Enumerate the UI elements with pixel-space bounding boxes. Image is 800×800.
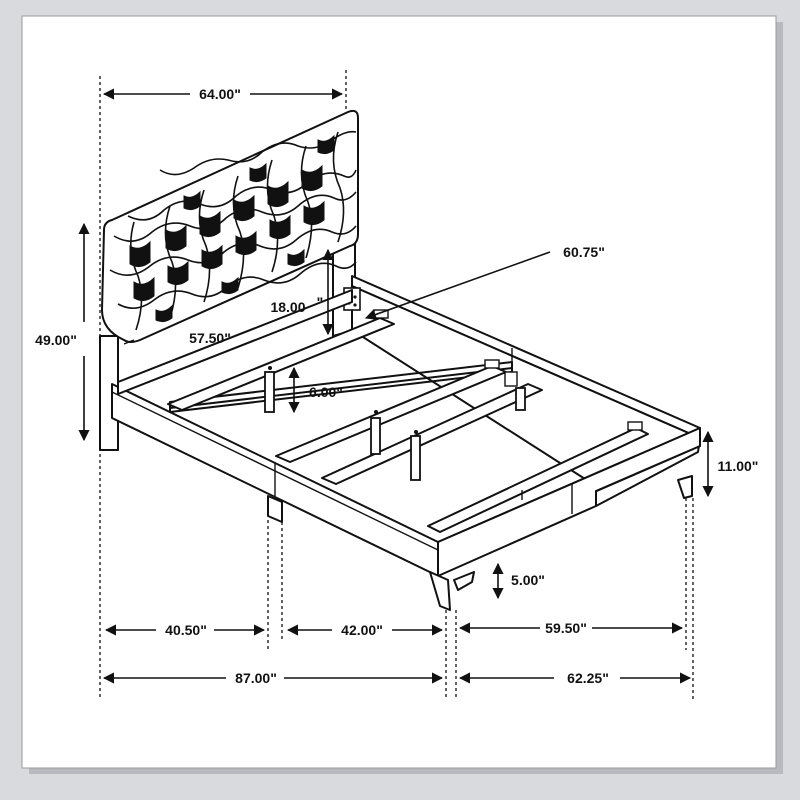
extension-lines bbox=[99, 70, 694, 700]
headboard-panel bbox=[101, 109, 359, 343]
leg-right-back bbox=[677, 475, 693, 499]
label-headboard-panel-height: 18.00 bbox=[270, 299, 305, 315]
label-headboard-panel-height-unit: " bbox=[317, 294, 324, 310]
center-rail-line bbox=[169, 367, 513, 409]
slat-1 bbox=[167, 317, 395, 411]
label-overall-length: 87.00" bbox=[235, 670, 277, 686]
support-leg-2 bbox=[370, 417, 381, 455]
support-leg-3 bbox=[410, 435, 421, 481]
label-overall-width: 62.25" bbox=[567, 670, 609, 686]
head-cross-rail bbox=[117, 289, 353, 395]
support-leg-4 bbox=[515, 387, 526, 411]
slat-4 bbox=[427, 427, 649, 533]
dimension-labels: 64.00" 49.00" 18.00 " 57.50" 60.75" 6.00… bbox=[35, 86, 758, 686]
label-seg-right: 59.50" bbox=[545, 620, 587, 636]
label-leg-height: 5.00" bbox=[511, 572, 545, 588]
diagram-panel bbox=[21, 15, 777, 769]
label-frame-height: 11.00" bbox=[718, 458, 759, 474]
label-rail-length: 60.75" bbox=[563, 244, 605, 260]
leg-front-corner bbox=[429, 571, 451, 611]
label-headboard-width: 64.00" bbox=[199, 86, 241, 102]
label-inner-width: 57.50" bbox=[189, 330, 231, 346]
dimension-arrows bbox=[78, 88, 714, 684]
label-total-height: 49.00" bbox=[35, 332, 77, 348]
label-slat-height: 6.00" bbox=[309, 384, 343, 400]
label-seg-middle: 42.00" bbox=[341, 622, 383, 638]
leg-front-corner-b bbox=[453, 571, 475, 591]
tufted-headboard bbox=[101, 109, 359, 343]
support-leg-1 bbox=[264, 371, 275, 413]
label-seg-left: 40.50" bbox=[165, 622, 207, 638]
slat-3 bbox=[321, 383, 543, 485]
bed-drawing bbox=[99, 109, 701, 611]
